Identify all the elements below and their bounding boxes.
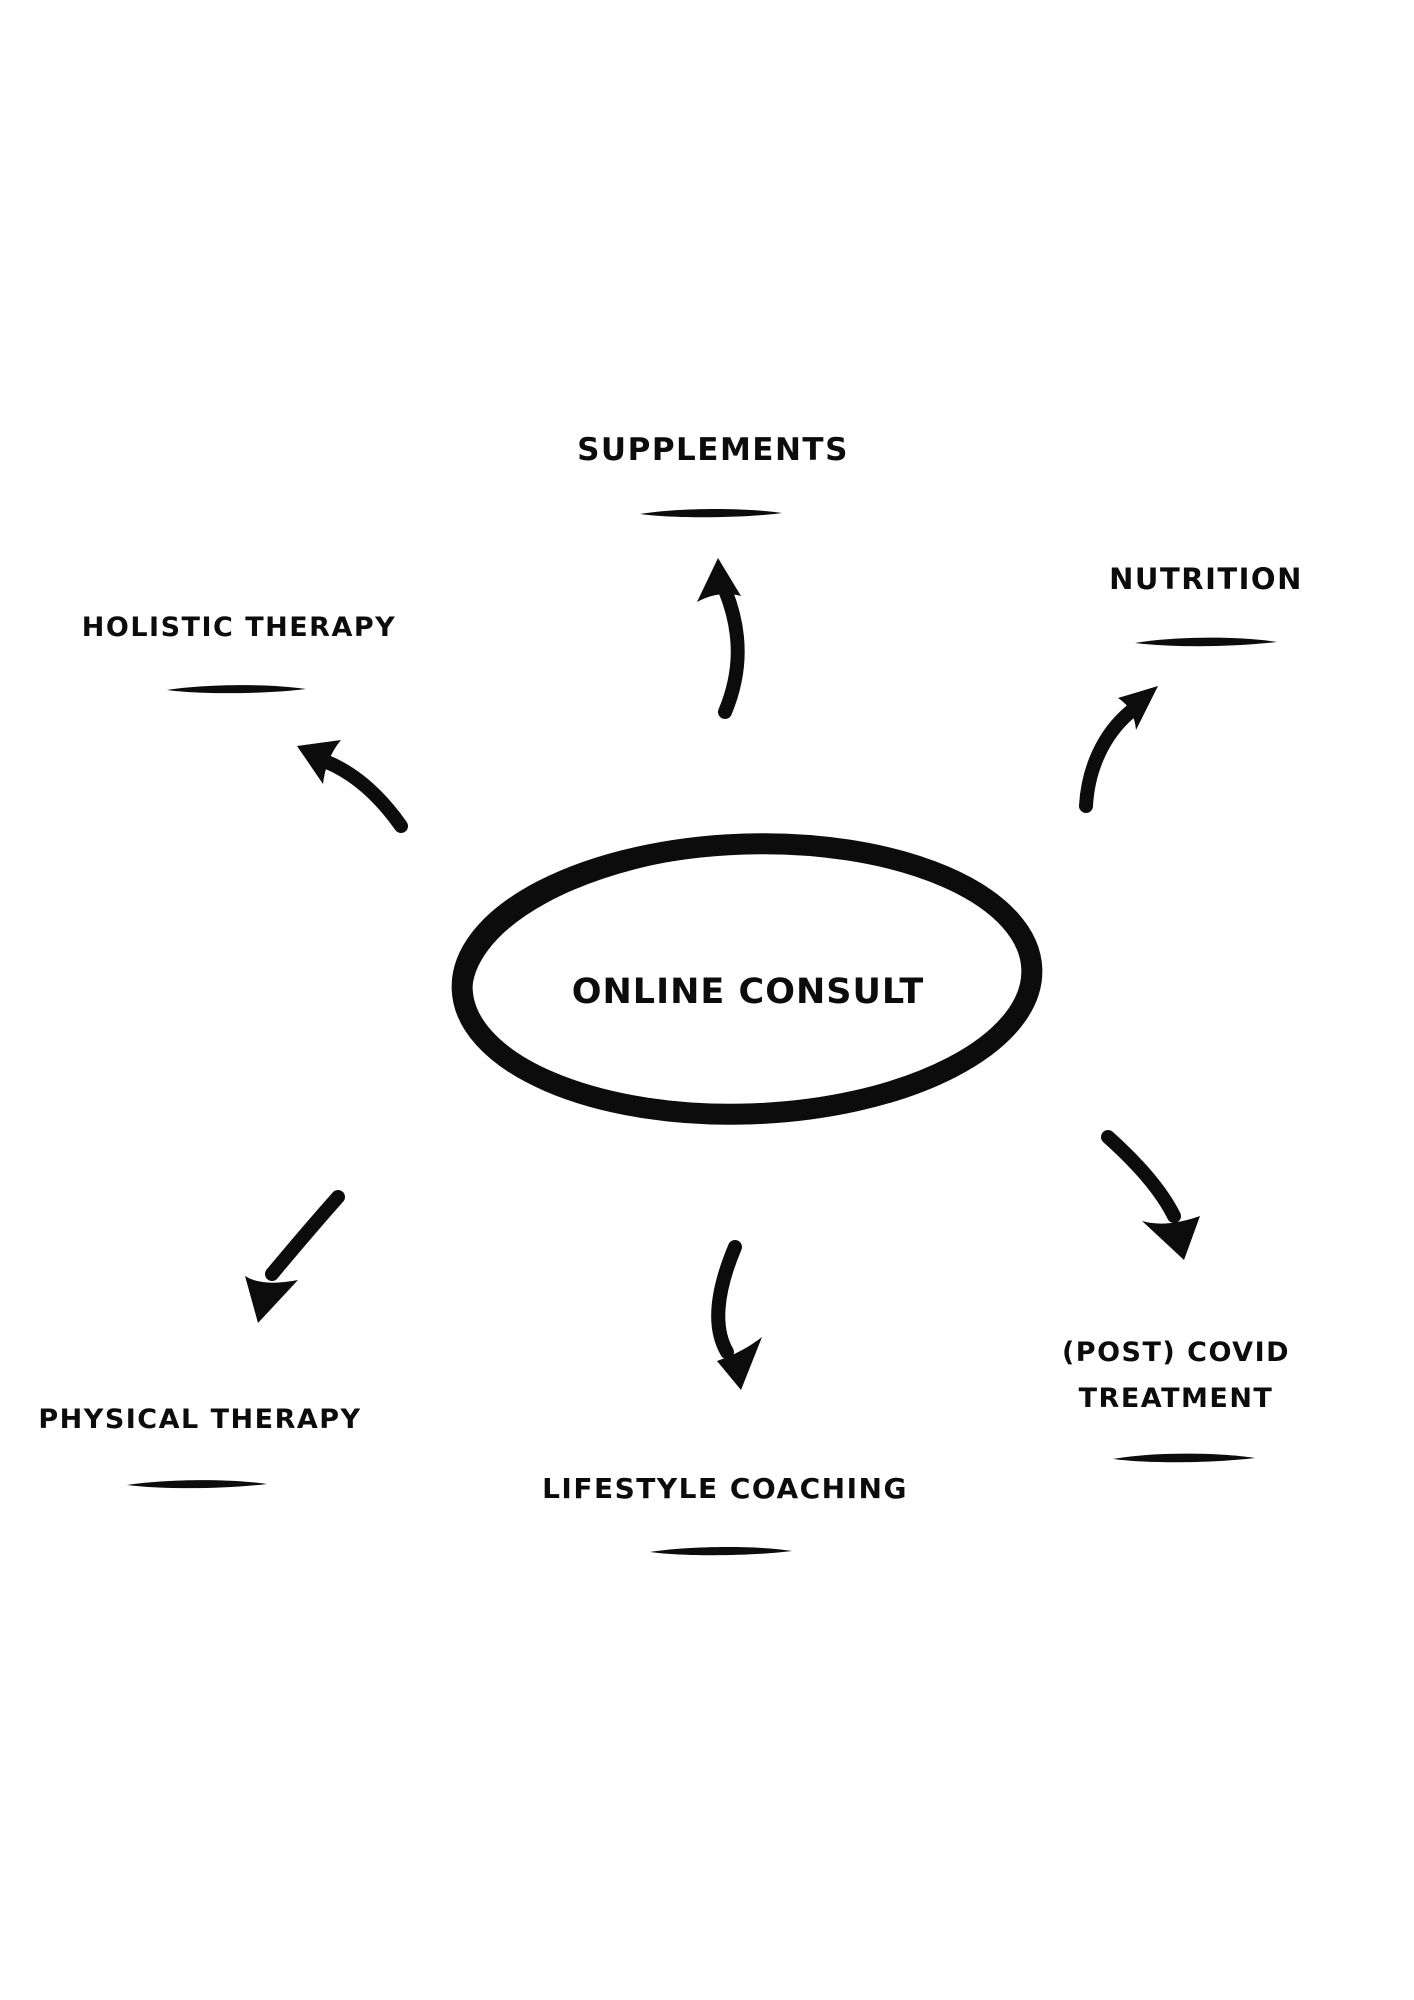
node-label-physical-therapy: PHYSICAL THERAPY [38,1404,362,1435]
arrow-center-to-nutrition [1079,686,1158,813]
node-underline-supplements [639,509,783,518]
node-label-holistic-therapy: HOLISTIC THERAPY [81,612,397,643]
node-label-nutrition: NUTRITION [1109,562,1303,596]
node-label-lifestyle-coaching: LIFESTYLE COACHING [542,1472,908,1505]
arrow-center-to-holistic-therapy [297,740,408,833]
arrow-center-to-supplements [697,558,745,719]
node-underline-post-covid-treatment [1112,1453,1256,1463]
arrow-center-to-physical-therapy [245,1190,345,1323]
center-node-oval [451,833,1043,1125]
node-label-supplements: SUPPLEMENTS [577,432,849,468]
arrow-center-to-post-covid-treatment [1101,1130,1200,1260]
node-underline-physical-therapy [126,1480,268,1489]
node-underline-holistic-therapy [166,685,307,694]
arrow-center-to-lifestyle-coaching [711,1240,762,1390]
node-label-post-covid-line2: TREATMENT [1078,1383,1274,1415]
node-underline-lifestyle-coaching [649,1547,793,1556]
node-label-post-covid-treatment: (POST) COVID TREATMENT [1026,1330,1326,1423]
node-underline-nutrition [1134,637,1278,647]
node-label-post-covid-line1: (POST) COVID [1061,1337,1291,1368]
center-node-label: ONLINE CONSULT [571,972,925,1012]
